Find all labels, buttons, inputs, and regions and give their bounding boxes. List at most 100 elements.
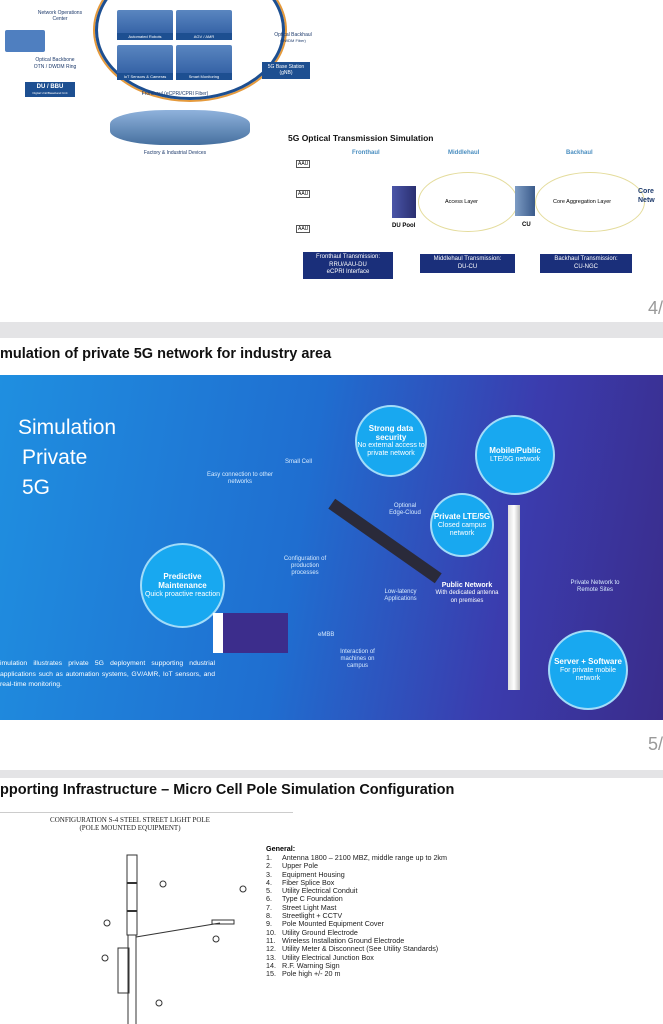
- slide-4: Network Operations Center Optical Backbo…: [0, 0, 663, 322]
- box-line: DU-CU: [457, 263, 478, 270]
- core-aggregation-label: Core Aggregation Layer: [553, 199, 612, 205]
- item-number: 8.: [266, 911, 272, 921]
- optical-backhaul-text: Optical Backhaul: [274, 32, 312, 38]
- item-number: 6.: [266, 894, 272, 904]
- du-pool-server-icon: [392, 186, 416, 218]
- low-latency-label: Low-latency Applications: [384, 589, 417, 603]
- optical-backbone-label: Optical Backbone: [35, 57, 75, 63]
- config-sub-line: (POLE MOUNTED EQUIPMENT): [79, 824, 181, 832]
- access-layer-label: Access Layer: [445, 199, 479, 205]
- optical-backhaul-sub: (DWDM Fiber): [280, 38, 306, 43]
- slide-title: pporting Infrastructure – Micro Cell Pol…: [0, 782, 455, 798]
- list-item: 3. Equipment Housing: [266, 869, 447, 879]
- item-number: 11.: [266, 935, 276, 945]
- circle-title: Server + Software: [554, 657, 622, 667]
- circle-title: Private LTE/5G: [433, 512, 491, 522]
- pole-drawing: [101, 854, 247, 1024]
- config-title-line: CONFIGURATION S-4 STEEL STREET LIGHT POL…: [50, 816, 210, 824]
- box-line: RRU/AAU-DU: [329, 261, 367, 268]
- list-item: 12. Utility Meter & Disconnect (See Utili…: [266, 944, 447, 954]
- box-line: CU-NGC: [574, 263, 598, 270]
- hero-line: Simulation: [18, 416, 117, 439]
- label-title: Public Network: [441, 582, 493, 589]
- configuration-label: Configuration of production processes: [283, 556, 327, 577]
- item-number: 5.: [266, 886, 272, 896]
- circle-title: Mobile/Public: [489, 446, 541, 456]
- du-bbu-sub: Digital Unit/Baseband Unit: [32, 90, 68, 95]
- box-line: Middlehaul Transmission:: [433, 256, 502, 262]
- embb-label: eMBB: [318, 632, 335, 638]
- general-list: General: 1.Antenna 1800 – 2100 MBZ, midd…: [266, 844, 447, 978]
- middlehaul-box: Middlehaul Transmission:DU-CU: [420, 254, 515, 273]
- item-number: 9.: [266, 919, 272, 929]
- tile-label: Smart Monitoring: [176, 73, 232, 80]
- item-text: Utility Ground Electrode: [282, 927, 358, 937]
- item-text: Pole high +/- 20 m: [282, 969, 341, 979]
- page-number: 5/: [647, 734, 663, 754]
- aau-3: AAU: [296, 225, 311, 233]
- circle-sub: For private mobile network: [559, 666, 617, 682]
- item-text: Fiber Splice Box: [282, 877, 335, 887]
- item-number: 14.: [266, 960, 276, 970]
- list-item: 6.Type C Foundation: [266, 894, 447, 904]
- item-number: 12.: [266, 944, 276, 954]
- hero-title: Simulation Private 5G: [18, 413, 116, 503]
- otn-label: OTN / DWDM Ring: [33, 64, 77, 70]
- tile-monitoring: Smart Monitoring: [176, 45, 232, 80]
- hero-line: 5G: [22, 476, 51, 499]
- item-text: Utility Meter & Disconnect (See Utility …: [282, 944, 439, 954]
- cu-server-icon: [515, 186, 535, 216]
- segment-backhaul: Backhaul: [566, 150, 593, 156]
- page-number: 4/: [647, 298, 663, 318]
- core-network-label: Core Netw: [638, 188, 655, 205]
- item-text: Antenna 1800 – 2100 MBZ, middle range up…: [282, 853, 448, 862]
- items-list: 1.Antenna 1800 – 2100 MBZ, middle range …: [266, 853, 448, 979]
- circle-sub: No external access to private network: [357, 442, 425, 458]
- list-item: 8.Streetlight + CCTV: [266, 911, 447, 921]
- edge-cloud-label: Optional Edge-Cloud: [389, 503, 421, 517]
- box-line: eCPRI Interface: [326, 269, 370, 275]
- box-line: Fronthaul Transmission:: [315, 254, 381, 260]
- list-item: 5.Utility Electrical Conduit: [266, 886, 447, 896]
- list-item: 2.Upper Pole: [266, 861, 447, 871]
- easy-connection-label: Easy connection to other networks: [206, 472, 274, 486]
- list-item: 9.Pole Mounted Equipment Cover: [266, 919, 447, 929]
- du-bbu-label: DU / BBU: [36, 84, 64, 90]
- cell-tower: [508, 505, 520, 690]
- factory-label: Factory & Industrial Devices: [143, 150, 207, 156]
- remote-sites-label: Private Network to Remote Sites: [570, 580, 620, 594]
- fronthaul-label: Fronthaul (eCPRI/CPRI Fiber): [141, 91, 209, 97]
- circle-sub: Quick proactive reaction: [144, 590, 221, 598]
- slide-title: mulation of private 5G network for indus…: [0, 346, 332, 362]
- item-text: Upper Pole: [282, 861, 318, 871]
- item-text: Wireless Installation Ground Electrode: [282, 935, 405, 945]
- list-item: 14.R.F. Warning Sign: [266, 960, 447, 970]
- tile-label: Automated Robots: [117, 33, 173, 40]
- list-item: 4. Fiber Splice Box: [266, 877, 447, 887]
- tile-label: IoT Sensors & Cameras: [117, 73, 173, 80]
- item-number: 4.: [266, 877, 272, 887]
- item-text: Equipment Housing: [282, 869, 345, 879]
- segment-middlehaul: Middlehaul: [448, 150, 480, 156]
- tile-iot: IoT Sensors & Cameras: [117, 45, 173, 80]
- noc-label: Network Operations Center: [37, 10, 83, 22]
- segment-fronthaul: Fronthaul: [352, 150, 380, 156]
- divider: [0, 812, 293, 813]
- box-line: Backhaul Transmission:: [554, 256, 618, 262]
- interaction-label: Interaction of machines on campus: [340, 649, 375, 670]
- circle-sub: LTE/5G network: [489, 455, 541, 463]
- item-number: 3.: [266, 869, 272, 879]
- circle-title: Strong data security: [368, 423, 414, 442]
- item-number: 13.: [266, 952, 276, 962]
- list-item: 11. Wireless Installation Ground Electrod…: [266, 935, 447, 945]
- slide-6: pporting Infrastructure – Micro Cell Pol…: [0, 778, 663, 1024]
- config-title: CONFIGURATION S-4 STEEL STREET LIGHT POL…: [30, 816, 230, 832]
- list-item: 7.Street Light Mast: [266, 903, 447, 912]
- item-text: Utility Electrical Junction Box: [282, 952, 374, 962]
- list-item: 10.Utility Ground Electrode: [266, 927, 447, 937]
- factory-devices-image: [110, 110, 250, 145]
- du-pool-label: DU Pool: [392, 223, 416, 229]
